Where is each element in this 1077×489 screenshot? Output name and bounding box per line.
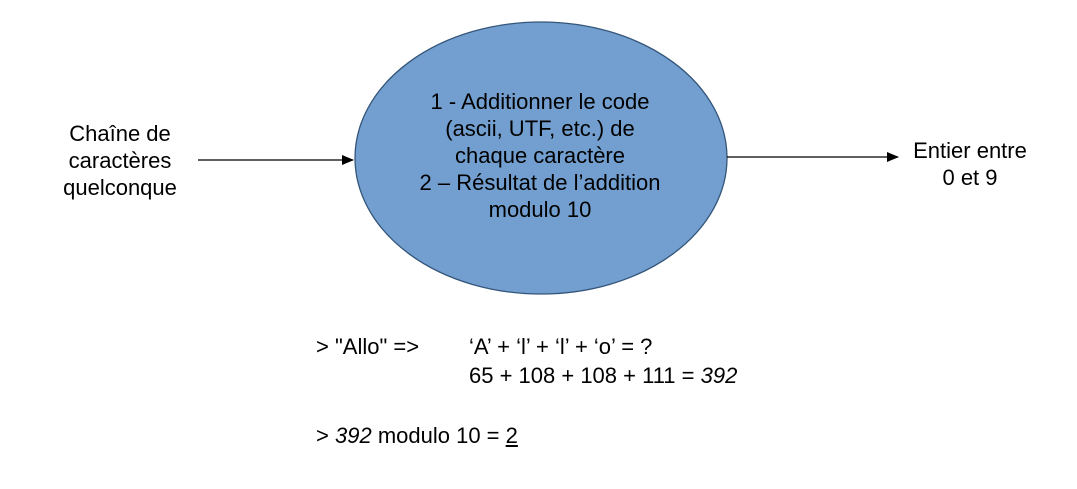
- process-line: 2 – Résultat de l’addition: [419, 170, 661, 195]
- example-result: 2: [505, 423, 518, 448]
- output-label-line: Entier entre: [913, 138, 1027, 163]
- example-mod-text: modulo 10 =: [377, 423, 500, 448]
- input-label-line: caractères: [68, 148, 172, 173]
- process-line: 1 - Additionner le code: [430, 89, 650, 114]
- process-description: 1 - Additionner le code (ascii, UTF, etc…: [380, 88, 700, 223]
- input-label-line: Chaîne de: [69, 121, 171, 146]
- process-ellipse: [354, 21, 728, 295]
- output-label: Entier entre 0 et 9: [880, 137, 1060, 191]
- example-codes-sum: 65 + 108 + 108 + 111 = 392: [469, 362, 737, 389]
- output-label-line: 0 et 9: [942, 165, 998, 190]
- example-modulo-line: > 392 modulo 10 = 2: [316, 422, 518, 449]
- example-codes-text: 65 + 108 + 108 + 111 =: [469, 363, 695, 388]
- input-label-line: quelconque: [63, 175, 177, 200]
- input-label: Chaîne de caractères quelconque: [20, 120, 220, 201]
- example-input-prompt: > "Allo" =>: [316, 334, 420, 359]
- process-line: (ascii, UTF, etc.) de: [445, 116, 635, 141]
- example-mod-prefix: >: [316, 423, 329, 448]
- example-mod-sum: 392: [334, 423, 372, 448]
- process-line: chaque caractère: [455, 143, 625, 168]
- example-chars-sum: ‘A’ + ‘l’ + ‘l’ + ‘o’ = ?: [469, 334, 653, 359]
- example-sum-value: 392: [700, 363, 738, 388]
- process-line: modulo 10: [488, 197, 592, 222]
